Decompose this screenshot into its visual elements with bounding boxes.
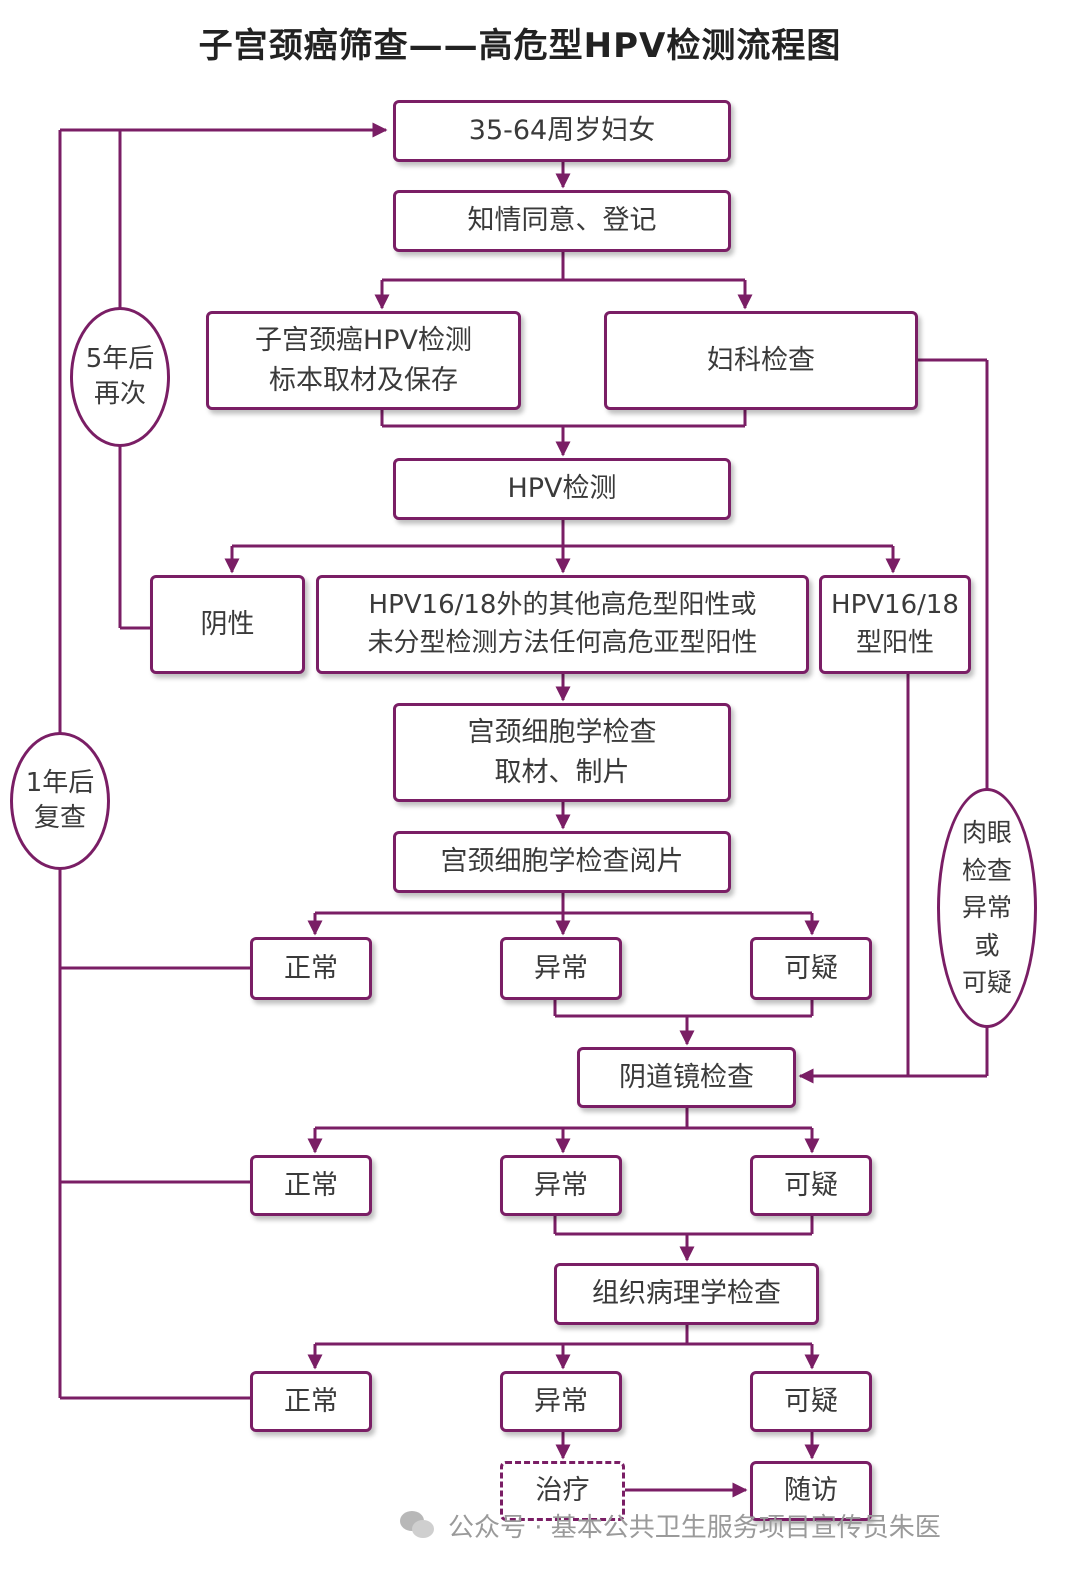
watermark-text: 公众号 · 基本公共卫生服务项目宣传员朱医	[448, 1513, 941, 1543]
node-normal-2: 正常	[250, 1155, 372, 1216]
node-women: 35-64周岁妇女	[393, 100, 731, 162]
wechat-icon	[400, 1510, 436, 1541]
oval-visual-abnormal: 肉眼 检查 异常 或 可疑	[937, 788, 1037, 1028]
node-cytology-reading: 宫颈细胞学检查阅片	[393, 831, 731, 893]
watermark: 公众号 · 基本公共卫生服务项目宣传员朱医	[400, 1507, 941, 1544]
node-suspicious-3: 可疑	[750, 1371, 872, 1432]
node-treatment: 治疗	[500, 1461, 625, 1521]
node-gyn-exam: 妇科检查	[604, 311, 918, 410]
page-title: 子宫颈癌筛查——高危型HPV检测流程图	[198, 26, 842, 66]
node-hpv-test: HPV检测	[393, 458, 731, 520]
node-abnormal-3: 异常	[500, 1371, 622, 1432]
node-followup: 随访	[750, 1461, 872, 1521]
node-hpv1618-positive: HPV16/18 型阳性	[819, 575, 971, 674]
node-other-positive: HPV16/18外的其他高危型阳性或 未分型检测方法任何高危亚型阳性	[316, 575, 809, 674]
node-suspicious-1: 可疑	[750, 937, 872, 1000]
node-suspicious-2: 可疑	[750, 1155, 872, 1216]
node-consent: 知情同意、登记	[393, 190, 731, 252]
node-histopathology: 组织病理学检查	[554, 1263, 819, 1325]
node-abnormal-1: 异常	[500, 937, 622, 1000]
node-abnormal-2: 异常	[500, 1155, 622, 1216]
node-cytology-sampling: 宫颈细胞学检查 取材、制片	[393, 703, 731, 802]
node-normal-1: 正常	[250, 937, 372, 1000]
node-colposcopy: 阴道镜检查	[577, 1047, 796, 1108]
node-normal-3: 正常	[250, 1371, 372, 1432]
node-sampling: 子宫颈癌HPV检测 标本取材及保存	[206, 311, 521, 410]
node-negative: 阴性	[150, 575, 305, 674]
oval-one-year: 1年后 复查	[10, 732, 110, 870]
oval-five-years: 5年后 再次	[70, 307, 170, 447]
